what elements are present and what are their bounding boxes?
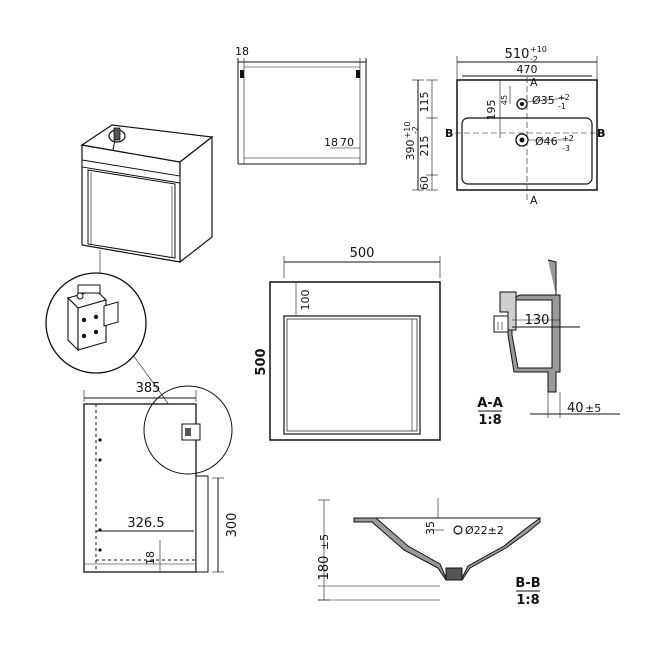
dim-18-bottom: 18	[324, 136, 338, 149]
hole-35-tol-up: +2	[558, 93, 570, 102]
hole-46: Ø46	[535, 135, 558, 148]
hole-46-tol-up: +2	[562, 134, 574, 143]
dim-18: 18	[144, 551, 157, 565]
section-b-left: B	[445, 127, 453, 140]
hole-35-tol-down: -1	[558, 102, 566, 111]
dim-510-tol-up: +10	[530, 45, 547, 54]
dim-470: 470	[517, 63, 538, 76]
hole-22: Ø22±2	[465, 524, 504, 537]
section-bb: 180 ±5 35 Ø22±2 B-B 1:8	[317, 498, 541, 608]
dim-390-tol-up: +10	[403, 122, 412, 139]
dim-130: 130	[525, 313, 550, 328]
dim-510-tol-down: -2	[530, 55, 538, 64]
dim-385: 385	[136, 381, 161, 396]
dim-115: 115	[418, 92, 431, 113]
section-bb-scale: 1:8	[516, 593, 539, 608]
dim-40: 40	[567, 401, 584, 416]
section-a-bottom: A	[530, 194, 538, 207]
dim-195: 195	[485, 100, 498, 121]
dim-510: 510	[505, 47, 530, 62]
front-view: 500 500 100	[254, 246, 441, 441]
dim-60: 60	[418, 176, 431, 190]
dim-70: 70	[340, 136, 354, 149]
section-aa-scale: 1:8	[478, 413, 501, 428]
frame-view: 18 18 70	[235, 45, 367, 165]
section-aa-label: A-A	[477, 396, 503, 411]
section-a-top: A	[530, 76, 538, 89]
dim-35: 35	[424, 521, 437, 535]
hole-35: Ø35	[532, 94, 555, 107]
basin-top-view: 510 +10 -2 470 A A B B Ø35 +2 -1 Ø46 +2 …	[403, 45, 608, 207]
dim-390: 390	[404, 140, 417, 161]
dim-100: 100	[299, 290, 312, 311]
dim-326-5: 326.5	[127, 516, 164, 531]
dim-40-tol: ±5	[585, 402, 601, 415]
dim-180-tol: ±5	[318, 534, 331, 550]
dim-180: 180	[317, 556, 332, 581]
dim-215: 215	[418, 136, 431, 157]
section-bb-label: B-B	[515, 576, 540, 591]
dim-300: 300	[225, 513, 240, 538]
side-view: 385 326.5 300 18	[83, 381, 240, 573]
isometric-cabinet	[80, 124, 214, 264]
dim-500-width: 500	[350, 246, 375, 261]
hole-46-tol-down: -3	[562, 144, 570, 153]
section-aa: 130 40 ±5 A-A 1:8	[477, 259, 620, 428]
dim-500-height: 500	[254, 348, 269, 375]
dim-390-tol-down: -2	[411, 126, 420, 134]
dim-45: 45	[500, 95, 509, 105]
section-b-right: B	[597, 127, 605, 140]
hinge-detail	[45, 250, 181, 421]
dim-18-top: 18	[235, 45, 249, 58]
